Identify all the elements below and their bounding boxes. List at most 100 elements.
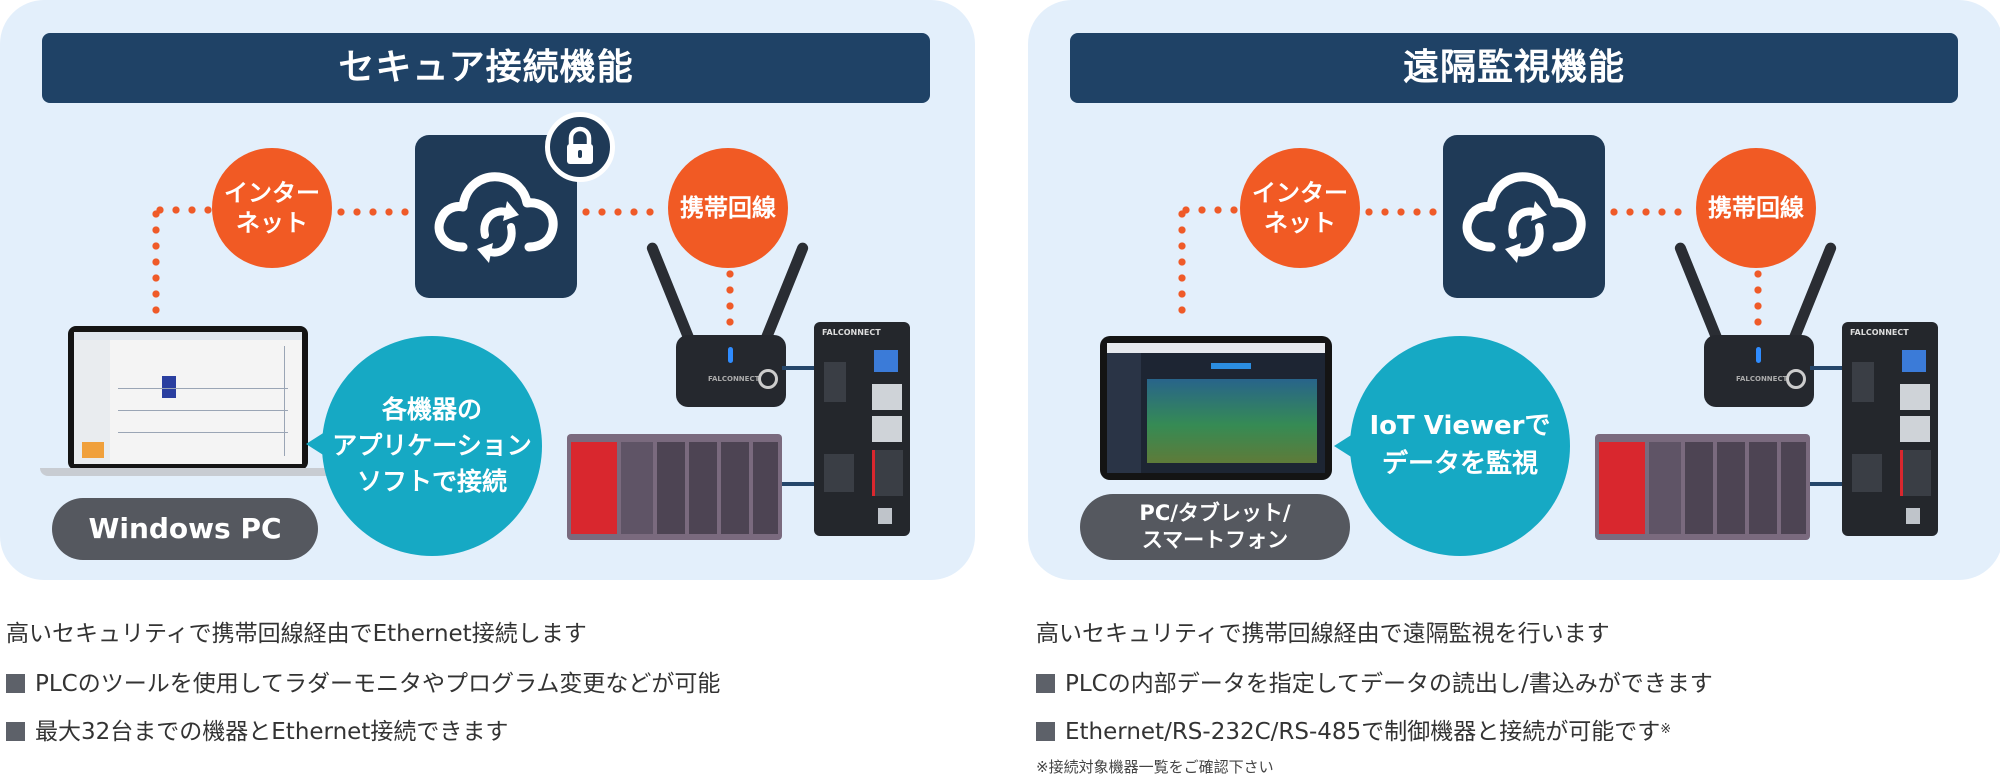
io-module: [1749, 442, 1777, 534]
ladder-rung: [118, 432, 288, 433]
callout-line: ソフトで接続: [356, 467, 507, 497]
io-module: [1717, 442, 1745, 534]
plc-rack: [567, 434, 782, 540]
panel-remote-monitoring: 遠隔監視機能 インターネット 携帯回線 IoT Viewerで データを監視: [1028, 0, 2000, 580]
dotted-connector: [1606, 208, 1686, 216]
device-label-line: PC/タブレット/: [1139, 500, 1291, 525]
rs485-terminal: [872, 450, 903, 496]
cpu-module: [621, 442, 653, 534]
gateway-device: FALCONNECT: [1842, 322, 1938, 536]
ethernet-port: [1900, 384, 1930, 410]
bullet-square-icon: [6, 674, 25, 693]
device-label: PC/タブレット/ スマートフォン: [1080, 494, 1350, 560]
bubble-line: 携帯回線: [680, 194, 776, 222]
bullet-text: 最大32台までの機器とEthernet接続できます: [35, 719, 509, 745]
terminal-block: [824, 454, 854, 492]
power-module: [571, 442, 617, 534]
tablet-illustration: [1100, 336, 1332, 480]
viewer-header: [1107, 343, 1325, 353]
io-module: [753, 442, 778, 534]
cloud-sync-icon: [1462, 172, 1586, 263]
bullet-square-icon: [6, 722, 25, 741]
software-toolbar: [74, 332, 302, 340]
gateway-brand: FALCONNECT: [822, 328, 881, 337]
power-module: [1599, 442, 1645, 534]
antenna: [645, 240, 697, 348]
left-bullet: 最大32台までの機器とEthernet接続できます: [6, 712, 508, 746]
monitoring-callout: IoT Viewerで データを監視: [1350, 336, 1570, 556]
cable: [1810, 366, 1842, 370]
right-bullet: Ethernet/RS-232C/RS-485で制御機器と接続が可能です※: [1036, 712, 1671, 746]
bullet-text: Ethernet/RS-232C/RS-485で制御機器と接続が可能です: [1065, 719, 1661, 745]
ladder-rung: [118, 388, 288, 389]
callout-line: IoT Viewerで: [1369, 411, 1551, 442]
footnote: ※接続対象機器一覧をご確認下さい: [1036, 758, 1274, 776]
ethernet-port: [1900, 416, 1930, 442]
viewer-sidebar: [1107, 353, 1141, 473]
laptop-base: [40, 468, 338, 476]
router-illustration: FALCONNECT: [1673, 235, 1838, 410]
router-illustration: FALCONNECT: [645, 235, 810, 410]
internet-bubble: インターネット: [1240, 148, 1360, 268]
panel-title: 遠隔監視機能: [1070, 33, 1958, 103]
viewer-chart: [1147, 379, 1317, 463]
dotted-connector: [578, 208, 658, 216]
io-module: [1685, 442, 1713, 534]
left-bullet: PLCのツールを使用してラダーモニタやプログラム変更などが可能: [6, 664, 720, 698]
status-led: [728, 347, 733, 363]
bubble-line: ネット: [1264, 209, 1336, 237]
terminal-block: [1852, 362, 1874, 402]
lock-icon: [567, 126, 593, 164]
bullet-text: PLCのツールを使用してラダーモニタやプログラム変更などが可能: [35, 671, 721, 697]
bubble-line: インター: [224, 179, 320, 207]
cable: [1810, 482, 1842, 486]
ladder-software-screen: [74, 332, 302, 464]
callout-line: データを監視: [1381, 449, 1538, 479]
device-label-line: スマートフォン: [1141, 528, 1289, 552]
antenna: [1673, 240, 1725, 348]
dotted-connector: [333, 208, 415, 216]
terminal-block: [824, 362, 846, 402]
device-label-text: Windows PC: [88, 511, 282, 545]
sim-slot: [878, 508, 892, 524]
bubble-line: 携帯回線: [1708, 194, 1804, 222]
cable: [782, 482, 814, 486]
antenna: [1786, 240, 1838, 348]
bullet-square-icon: [1036, 674, 1055, 693]
software-panel: [82, 442, 104, 458]
ladder-rung: [118, 410, 288, 411]
panel-title: セキュア接続機能: [42, 33, 930, 103]
power-button: [1786, 369, 1806, 389]
connection-callout: 各機器の アプリケーション ソフトで接続: [322, 336, 542, 556]
io-module: [721, 442, 749, 534]
antenna: [758, 240, 810, 348]
dotted-connector: [1754, 266, 1762, 326]
laptop-screen: [68, 326, 308, 470]
mobile-network-bubble: 携帯回線: [1696, 148, 1816, 268]
ladder-element: [162, 376, 176, 398]
gateway-device: FALCONNECT: [814, 322, 910, 536]
dotted-connector: [152, 206, 212, 214]
callout-line: アプリケーション: [332, 430, 532, 460]
mobile-network-bubble: 携帯回線: [668, 148, 788, 268]
panel-secure-connection: セキュア接続機能 インターネット 携帯回線: [0, 0, 975, 580]
usb-port: [874, 350, 898, 372]
usb-port: [1902, 350, 1926, 372]
lock-badge: [545, 112, 615, 182]
router-brand: FALCONNECT: [708, 375, 760, 383]
router-brand: FALCONNECT: [1736, 375, 1788, 383]
dotted-connector: [726, 266, 734, 326]
ethernet-port: [872, 416, 902, 442]
ladder-rail: [284, 346, 285, 456]
dotted-connector: [152, 206, 160, 318]
bullet-square-icon: [1036, 722, 1055, 741]
status-led: [1756, 347, 1761, 363]
bubble-line: ネット: [236, 209, 308, 237]
left-description: 高いセキュリティで携帯回線経由でEthernet接続します: [6, 621, 587, 647]
io-module: [689, 442, 717, 534]
laptop-illustration: [40, 326, 338, 476]
footnote-mark: ※: [1660, 722, 1672, 737]
io-module: [657, 442, 685, 534]
plc-rack: [1595, 434, 1810, 540]
terminal-block: [1852, 454, 1882, 492]
